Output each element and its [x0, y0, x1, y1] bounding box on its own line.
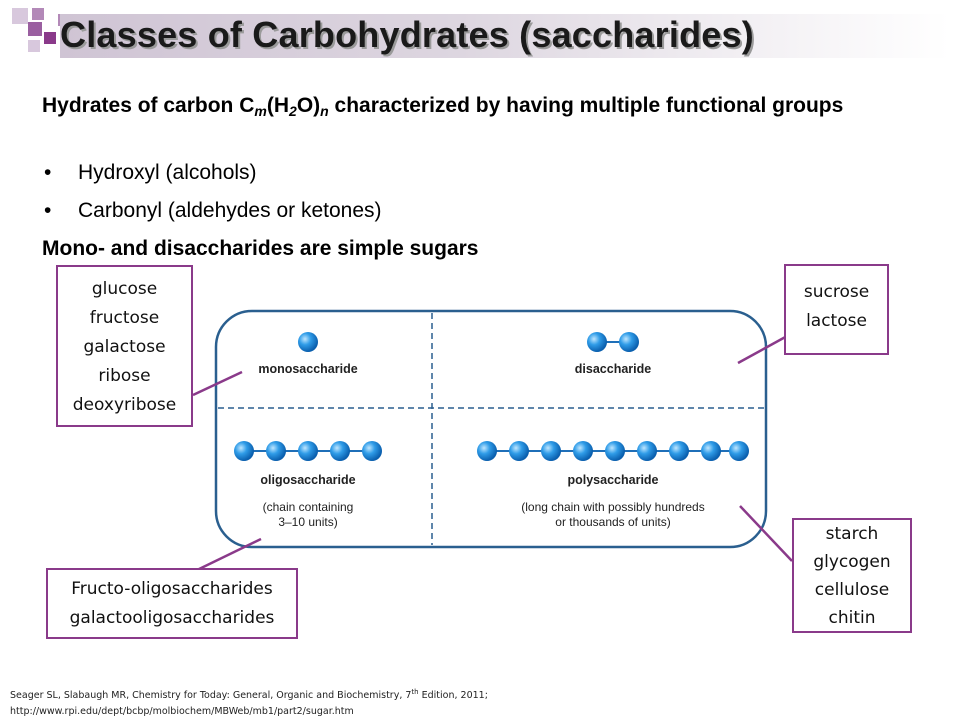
example-item: deoxyribose	[72, 395, 177, 415]
bullet-hydroxyl: •Hydroxyl (alcohols)	[44, 161, 257, 184]
oligo-label: oligosaccharide	[260, 473, 355, 487]
di-bead	[587, 332, 607, 352]
oligo-bead	[266, 441, 286, 461]
slide-title: Classes of Carbohydrates (saccharides)	[60, 14, 754, 55]
poly-bead	[637, 441, 657, 461]
example-item: lactose	[806, 311, 867, 331]
citation-line1: Seager SL, Slabaugh MR, Chemistry for To…	[10, 684, 488, 704]
poly-bead	[701, 441, 721, 461]
example-item: cellulose	[814, 580, 890, 600]
intro-sub-m: m	[254, 103, 267, 119]
bullet-text: Hydroxyl (alcohols)	[78, 161, 257, 184]
poly-bead	[729, 441, 749, 461]
poly-desc-line1: (long chain with possibly hundreds	[521, 500, 704, 514]
di-beads	[587, 332, 639, 352]
poly-bead	[669, 441, 689, 461]
poly-label: polysaccharide	[567, 473, 658, 487]
example-item: sucrose	[803, 282, 870, 302]
diagram-frame	[214, 309, 768, 549]
saccharide-diagram: monosaccharide disaccharide oligosacchar…	[214, 309, 768, 549]
simple-sugars-note: Mono- and disaccharides are simple sugar…	[42, 237, 479, 260]
bullet-text: Carbonyl (aldehydes or ketones)	[78, 199, 382, 222]
di-label: disaccharide	[575, 362, 651, 376]
example-item: galactose	[83, 337, 166, 357]
citation-text: Seager SL, Slabaugh MR, Chemistry for To…	[10, 690, 412, 702]
mono-bead	[298, 332, 318, 352]
example-item: glycogen	[813, 552, 891, 572]
intro-sub-2: 2	[289, 103, 297, 119]
title-bar	[60, 14, 950, 58]
example-item: chitin	[828, 608, 876, 628]
mono-label: monosaccharide	[258, 362, 357, 376]
intro-text: Hydrates of carbon Cm(H2O)n characterize…	[42, 91, 922, 120]
intro-mid-open: (H	[266, 94, 290, 117]
poly-beads	[477, 441, 749, 461]
poly-bead	[477, 441, 497, 461]
intro-prefix: Hydrates of carbon C	[42, 94, 255, 117]
poly-bead	[573, 441, 593, 461]
example-item: ribose	[98, 366, 151, 386]
oligo-bead	[234, 441, 254, 461]
oligo-desc-line1: (chain containing	[263, 500, 354, 514]
example-item: Fructo-oligosaccharides	[71, 579, 273, 599]
oligo-bead	[362, 441, 382, 461]
poly-bead	[605, 441, 625, 461]
callout-polysaccharide-examples: starch glycogen cellulose chitin	[792, 518, 912, 633]
callout-monosaccharide-examples: glucose fructose galactose ribose deoxyr…	[56, 265, 193, 427]
oligo-bead	[330, 441, 350, 461]
intro-mid-close: O)	[296, 94, 321, 117]
intro-suffix: characterized by having multiple functio…	[328, 94, 844, 117]
di-bead	[619, 332, 639, 352]
example-item: starch	[825, 524, 879, 544]
poly-desc-line2: or thousands of units)	[555, 515, 670, 529]
poly-bead	[509, 441, 529, 461]
oligo-beads	[234, 441, 382, 461]
intro-sub-n: n	[320, 103, 329, 119]
callout-disaccharide-examples: sucrose lactose	[784, 264, 889, 355]
callout-oligosaccharide-examples: Fructo-oligosaccharides galactooligosacc…	[46, 568, 298, 639]
citation-url: http://www.rpi.edu/dept/bcbp/molbiochem/…	[10, 706, 354, 718]
example-item: galactooligosaccharides	[69, 608, 275, 628]
poly-bead	[541, 441, 561, 461]
oligo-bead	[298, 441, 318, 461]
example-item: glucose	[91, 279, 158, 299]
citation-text: Edition, 2011;	[418, 690, 488, 702]
citation: Seager SL, Slabaugh MR, Chemistry for To…	[10, 684, 488, 720]
bullet-carbonyl: •Carbonyl (aldehydes or ketones)	[44, 199, 382, 222]
example-item: fructose	[89, 308, 160, 328]
citation-sup: th	[411, 688, 419, 696]
oligo-desc-line2: 3–10 units)	[278, 515, 337, 529]
